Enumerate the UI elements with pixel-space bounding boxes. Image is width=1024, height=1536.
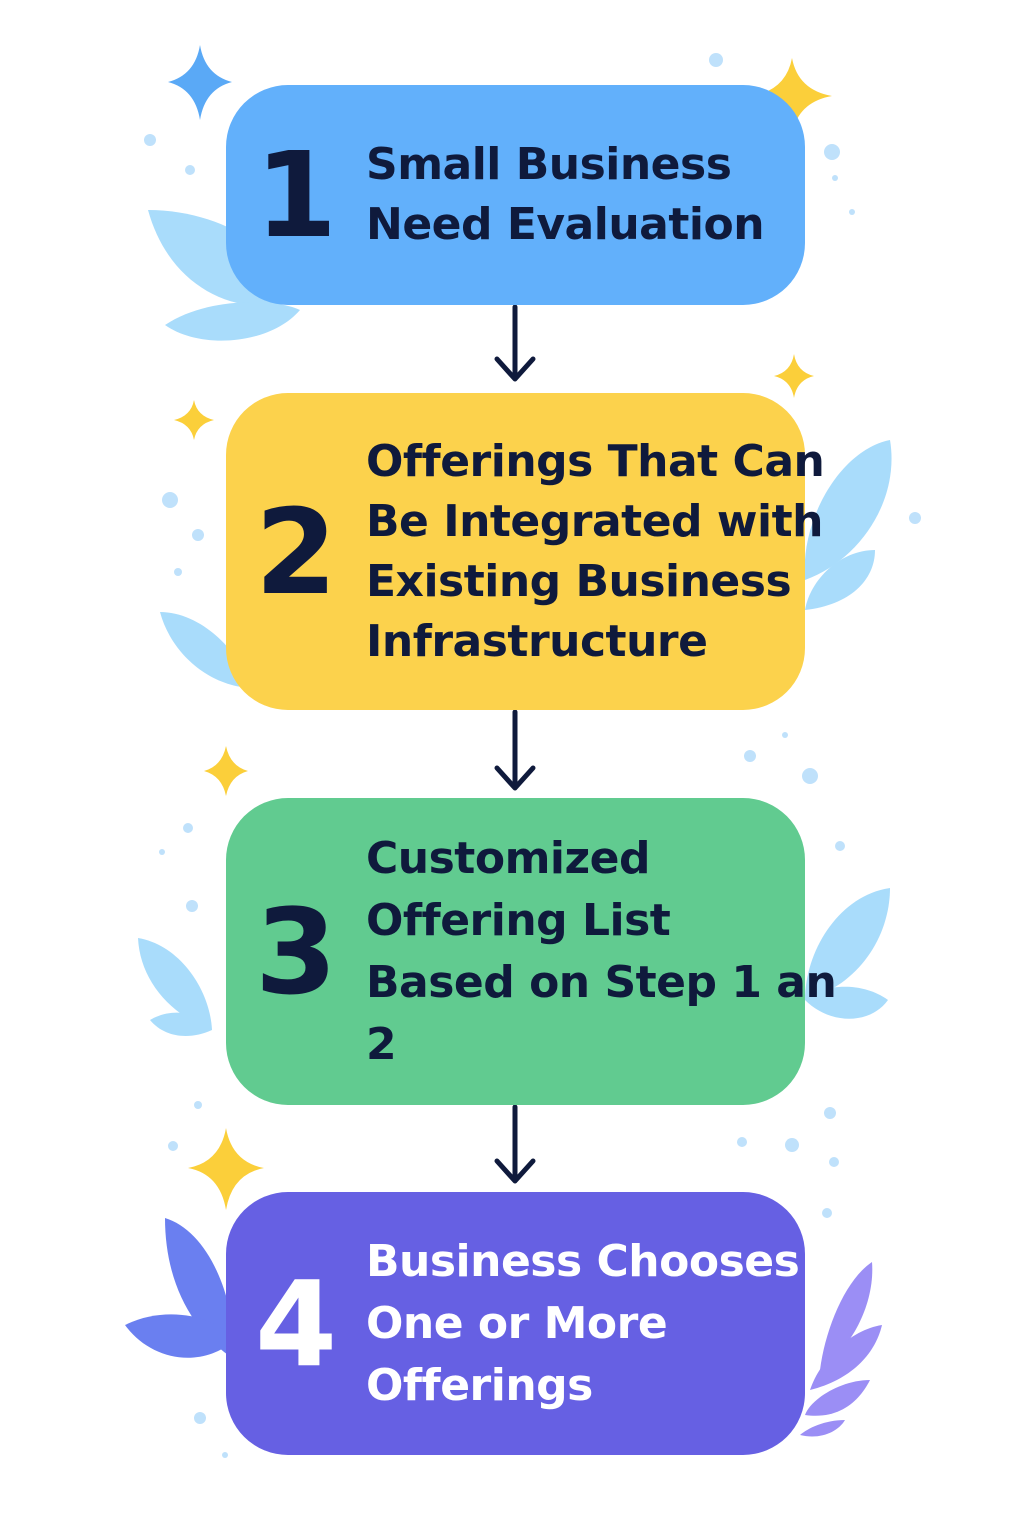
step-2-box: 2 Offerings That Can Be Integrated with …	[226, 393, 825, 710]
step-3-label: Customized Offering List Based on Step 1…	[366, 828, 837, 1076]
step-2-label: Offerings That Can Be Integrated with Ex…	[366, 432, 825, 672]
label-line: Business Chooses	[366, 1235, 800, 1287]
label-line: Infrastructure	[366, 615, 708, 667]
step-4-box: 4 Business Chooses One or More Offerings	[226, 1192, 805, 1455]
label-line: Offerings	[366, 1359, 593, 1411]
leaf-icon	[125, 1218, 235, 1360]
label-line: Existing Business	[366, 555, 792, 607]
step-4-label: Business Chooses One or More Offerings	[366, 1231, 800, 1417]
dot-decoration	[144, 53, 921, 1458]
label-line: 2	[366, 1018, 397, 1070]
step-1-box: 1 Small Business Need Evaluation	[226, 85, 805, 305]
label-line: Small Business	[366, 139, 732, 190]
step-4-number: 4	[254, 1254, 338, 1393]
sparkle-icon	[174, 58, 832, 1210]
label-line: Be Integrated with	[366, 495, 823, 547]
sparkle-icon	[168, 45, 232, 120]
label-line: Offerings That Can	[366, 435, 825, 487]
step-1-number: 1	[254, 126, 338, 264]
label-line: Offering List	[366, 894, 671, 946]
leaf-icon	[800, 1262, 882, 1437]
arrow-down-icon	[494, 710, 536, 791]
label-line: One or More	[366, 1297, 668, 1349]
label-line: Based on Step 1 an	[366, 956, 837, 1008]
label-line: Customized	[366, 832, 650, 884]
step-2-number: 2	[254, 482, 338, 621]
arrow-down-icon	[494, 305, 536, 382]
step-1-label: Small Business Need Evaluation	[366, 135, 765, 255]
label-line: Need Evaluation	[366, 199, 765, 250]
step-3-number: 3	[254, 882, 338, 1021]
step-3-box: 3 Customized Offering List Based on Step…	[226, 798, 837, 1105]
arrow-down-icon	[494, 1105, 536, 1184]
